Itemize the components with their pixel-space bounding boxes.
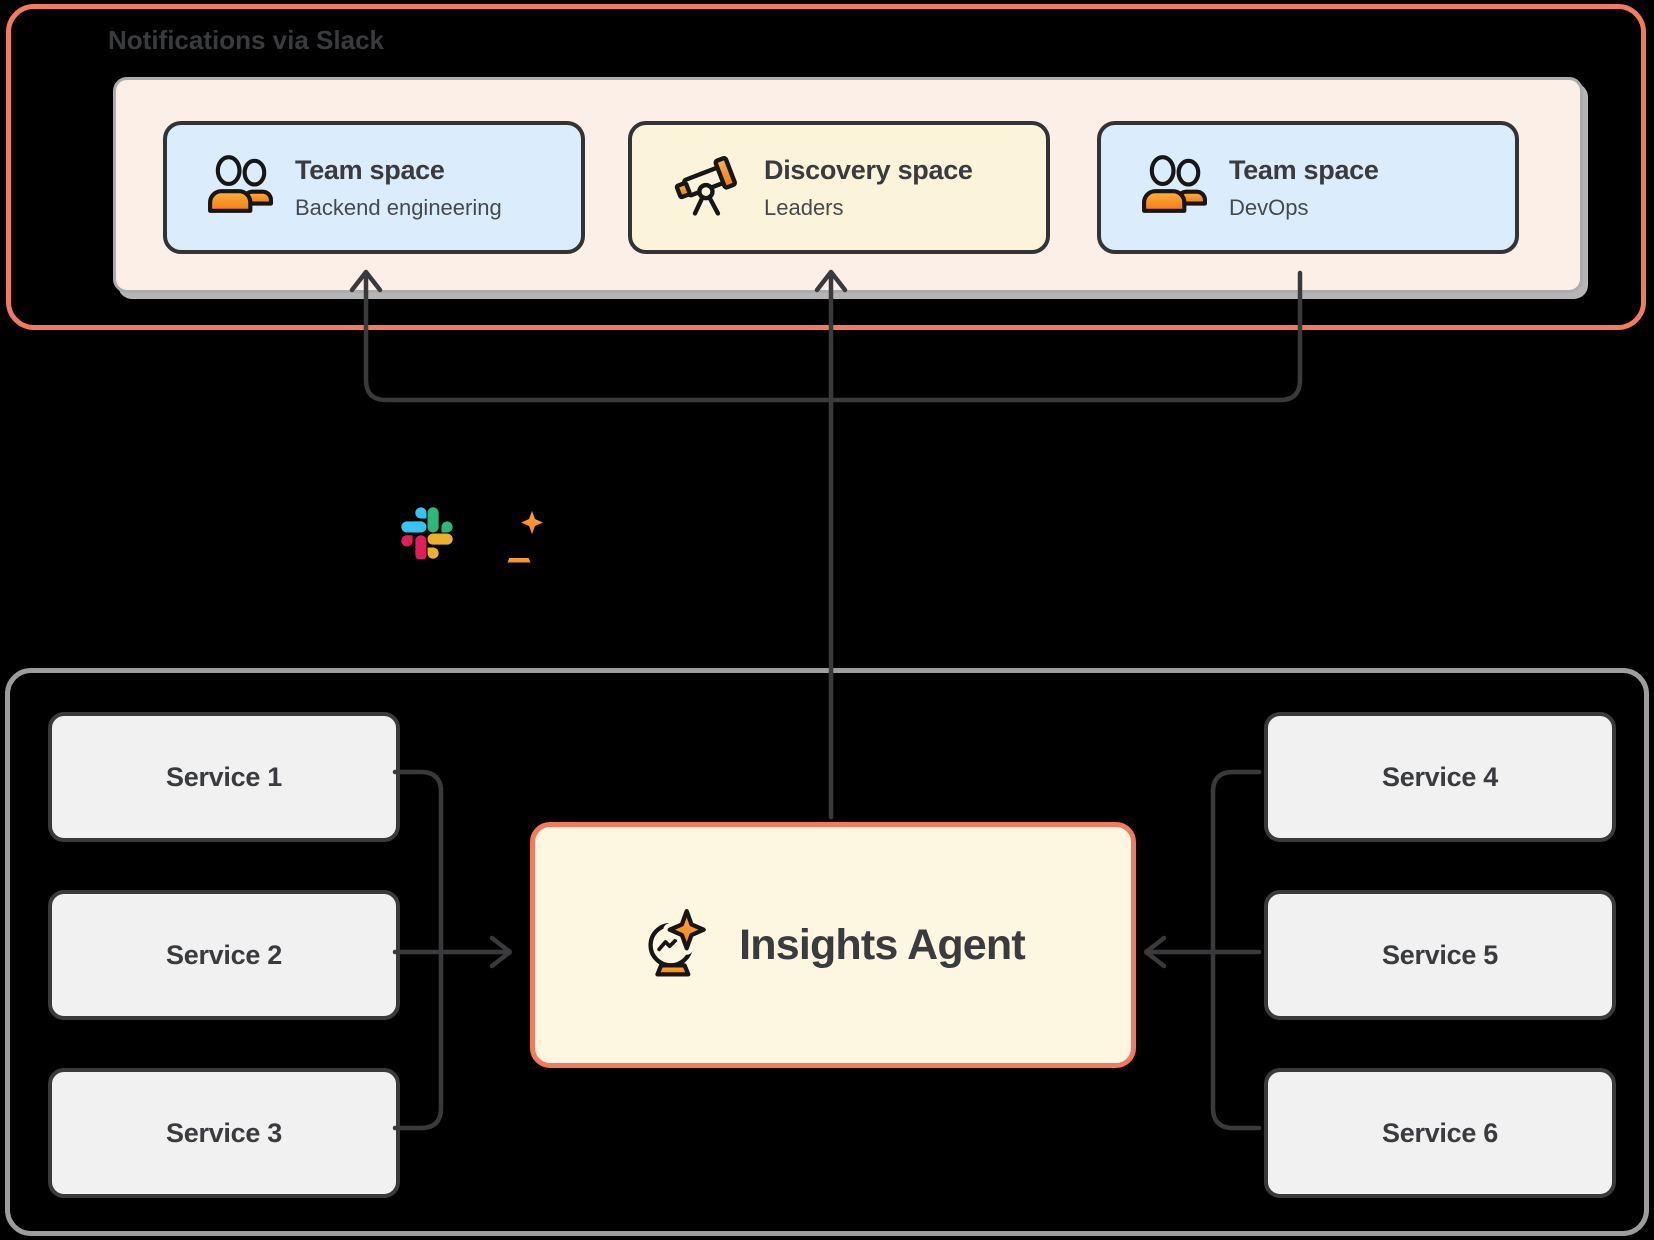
service-label: Service 6 xyxy=(1382,1117,1498,1148)
team-space-card-backend: Team space Backend engineering xyxy=(163,121,585,254)
service-card-1: Service 1 xyxy=(48,712,400,842)
section-label: Notifications via Slack xyxy=(108,25,384,55)
card-title: Team space xyxy=(295,154,445,185)
services-section: Service 1 Service 2 Service 3 Service 4 … xyxy=(5,668,1649,1236)
service-label: Service 4 xyxy=(1382,761,1498,792)
service-card-3: Service 3 xyxy=(48,1068,400,1198)
slack-logo-icon xyxy=(401,507,453,564)
sparkle-crystal-ball-ghost-icon xyxy=(489,503,553,572)
telescope-icon xyxy=(672,150,742,225)
service-card-6: Service 6 xyxy=(1264,1068,1616,1198)
people-icon xyxy=(207,152,273,223)
insights-agent-label: Insights Agent xyxy=(739,920,1026,969)
crystal-ball-icon xyxy=(641,904,711,982)
card-subtitle: Backend engineering xyxy=(295,194,502,220)
service-card-5: Service 5 xyxy=(1264,890,1616,1020)
discovery-space-card: Discovery space Leaders xyxy=(628,121,1050,254)
service-label: Service 2 xyxy=(166,939,282,970)
card-text: Team space Backend engineering xyxy=(295,155,502,221)
slack-notifications-section: Notifications via Slack Team space xyxy=(6,4,1646,330)
service-card-4: Service 4 xyxy=(1264,712,1616,842)
slack-spaces-panel: Team space Backend engineering xyxy=(113,77,1583,293)
insights-agent-card: Insights Agent xyxy=(530,822,1136,1068)
people-icon xyxy=(1141,152,1207,223)
card-text: Discovery space Leaders xyxy=(764,155,973,221)
card-subtitle: DevOps xyxy=(1229,194,1309,220)
card-title: Discovery space xyxy=(764,154,973,185)
card-text: Team space DevOps xyxy=(1229,155,1379,221)
service-label: Service 3 xyxy=(166,1117,282,1148)
service-label: Service 1 xyxy=(166,761,282,792)
service-card-2: Service 2 xyxy=(48,890,400,1020)
card-subtitle: Leaders xyxy=(764,194,844,220)
service-label: Service 5 xyxy=(1382,939,1498,970)
team-space-card-devops: Team space DevOps xyxy=(1097,121,1519,254)
card-title: Team space xyxy=(1229,154,1379,185)
